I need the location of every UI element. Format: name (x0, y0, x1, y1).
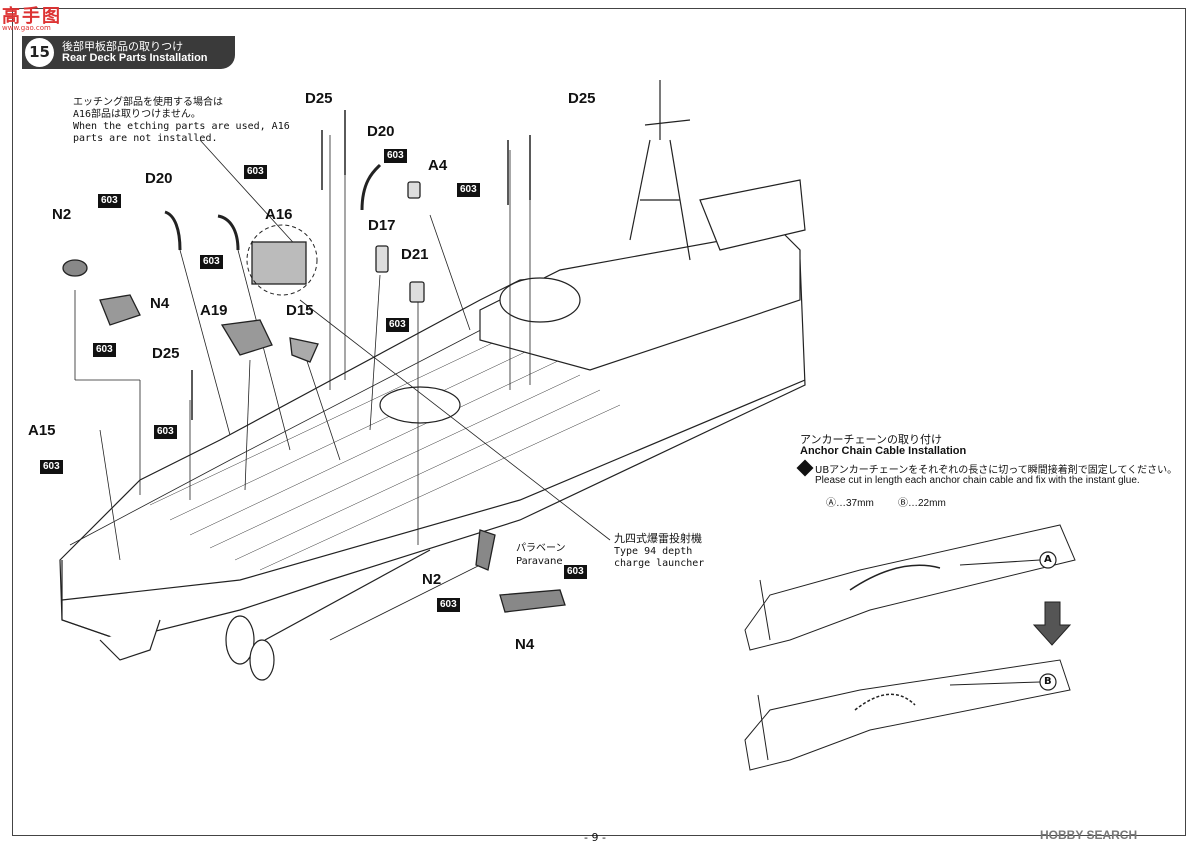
etching-note-en2: parts are not installed. (73, 133, 218, 144)
anchor-instruction-jp: UBアンカーチェーンをそれぞれの長さに切って瞬間接着剤で固定してください。 (815, 465, 1178, 476)
page-frame (12, 8, 1186, 836)
paint-code-badge: 603 (437, 598, 460, 612)
depth-charge-label-jp: 九四式爆雷投射機 (614, 532, 702, 545)
etching-note-jp2: A16部品は取りつけません。 (73, 109, 201, 120)
label-d25-a: D25 (305, 90, 333, 107)
label-n4-b: N4 (515, 636, 535, 653)
label-d20-a: D20 (367, 123, 395, 140)
inset-marker-a (1039, 551, 1057, 569)
label-d17: D17 (368, 217, 396, 234)
a16-callout-circle (246, 224, 318, 296)
label-d15: D15 (286, 302, 314, 319)
anchor-inset-drawing (744, 524, 1076, 771)
paint-code-badge: 603 (154, 425, 177, 439)
small-parts (62, 163, 566, 613)
watermark-logo: 高手图 (2, 6, 62, 27)
depth-charge-label-en1: Type 94 depth (614, 546, 693, 557)
leader-lines (74, 135, 611, 641)
credit-logo: HOBBY SEARCH (1040, 828, 1138, 842)
paint-code-badge: 603 (40, 460, 63, 474)
depth-charge-label-en2: charge launcher (614, 558, 705, 569)
label-d25-c: D25 (152, 345, 180, 362)
step-title-jp: 後部甲板部品の取りつけ (62, 40, 184, 53)
label-n2-a: N2 (52, 206, 72, 223)
label-d21: D21 (401, 246, 429, 263)
label-n2-b: N2 (422, 571, 442, 588)
page-number: - 9 - (584, 831, 606, 844)
inset-marker-b (1039, 673, 1057, 691)
step-number: 15 (25, 38, 54, 67)
paint-code-badge: 603 (564, 565, 587, 579)
label-a15: A15 (28, 422, 56, 439)
etching-note-jp1: エッチング部品を使用する場合は (73, 97, 223, 108)
antenna-rods (191, 110, 531, 420)
paravane-label-jp: パラベーン (516, 543, 566, 554)
paint-code-badge: 603 (93, 343, 116, 357)
inset-marker-b-label: B (1044, 676, 1052, 687)
step-title-en: Rear Deck Parts Installation (62, 52, 208, 64)
anchor-inset-title-jp: アンカーチェーンの取り付け (800, 433, 943, 446)
anchor-inset-title-en: Anchor Chain Cable Installation (800, 445, 967, 457)
label-n4-a: N4 (150, 295, 170, 312)
mast (629, 80, 691, 261)
superstructure (379, 179, 806, 424)
paint-code-badge: 603 (386, 318, 409, 332)
label-a4: A4 (428, 157, 448, 174)
chain-length-b: Ⓑ…22mm (898, 498, 946, 509)
watermark-url: www.gao.com (2, 24, 51, 32)
paint-code-badge: 603 (384, 149, 407, 163)
label-a19: A19 (200, 302, 228, 319)
paint-code-badge: 603 (244, 165, 267, 179)
step-header: 15 後部甲板部品の取りつけ Rear Deck Parts Installat… (22, 36, 235, 69)
label-a16: A16 (265, 206, 293, 223)
paint-code-badge: 603 (457, 183, 480, 197)
paint-code-badge: 603 (200, 255, 223, 269)
chain-length-a: Ⓐ…37mm (826, 498, 874, 509)
label-d20-b: D20 (145, 170, 173, 187)
paravane-label-en: Paravane (516, 556, 563, 567)
anchor-instruction-en: Please cut in length each anchor chain c… (815, 475, 1140, 486)
label-d25-b: D25 (568, 90, 596, 107)
propeller (225, 549, 431, 681)
etching-note-en1: When the etching parts are used, A16 (73, 121, 290, 132)
deck-planks (149, 329, 621, 571)
paint-code-badge: 603 (98, 194, 121, 208)
inset-marker-a-label: A (1044, 554, 1052, 565)
